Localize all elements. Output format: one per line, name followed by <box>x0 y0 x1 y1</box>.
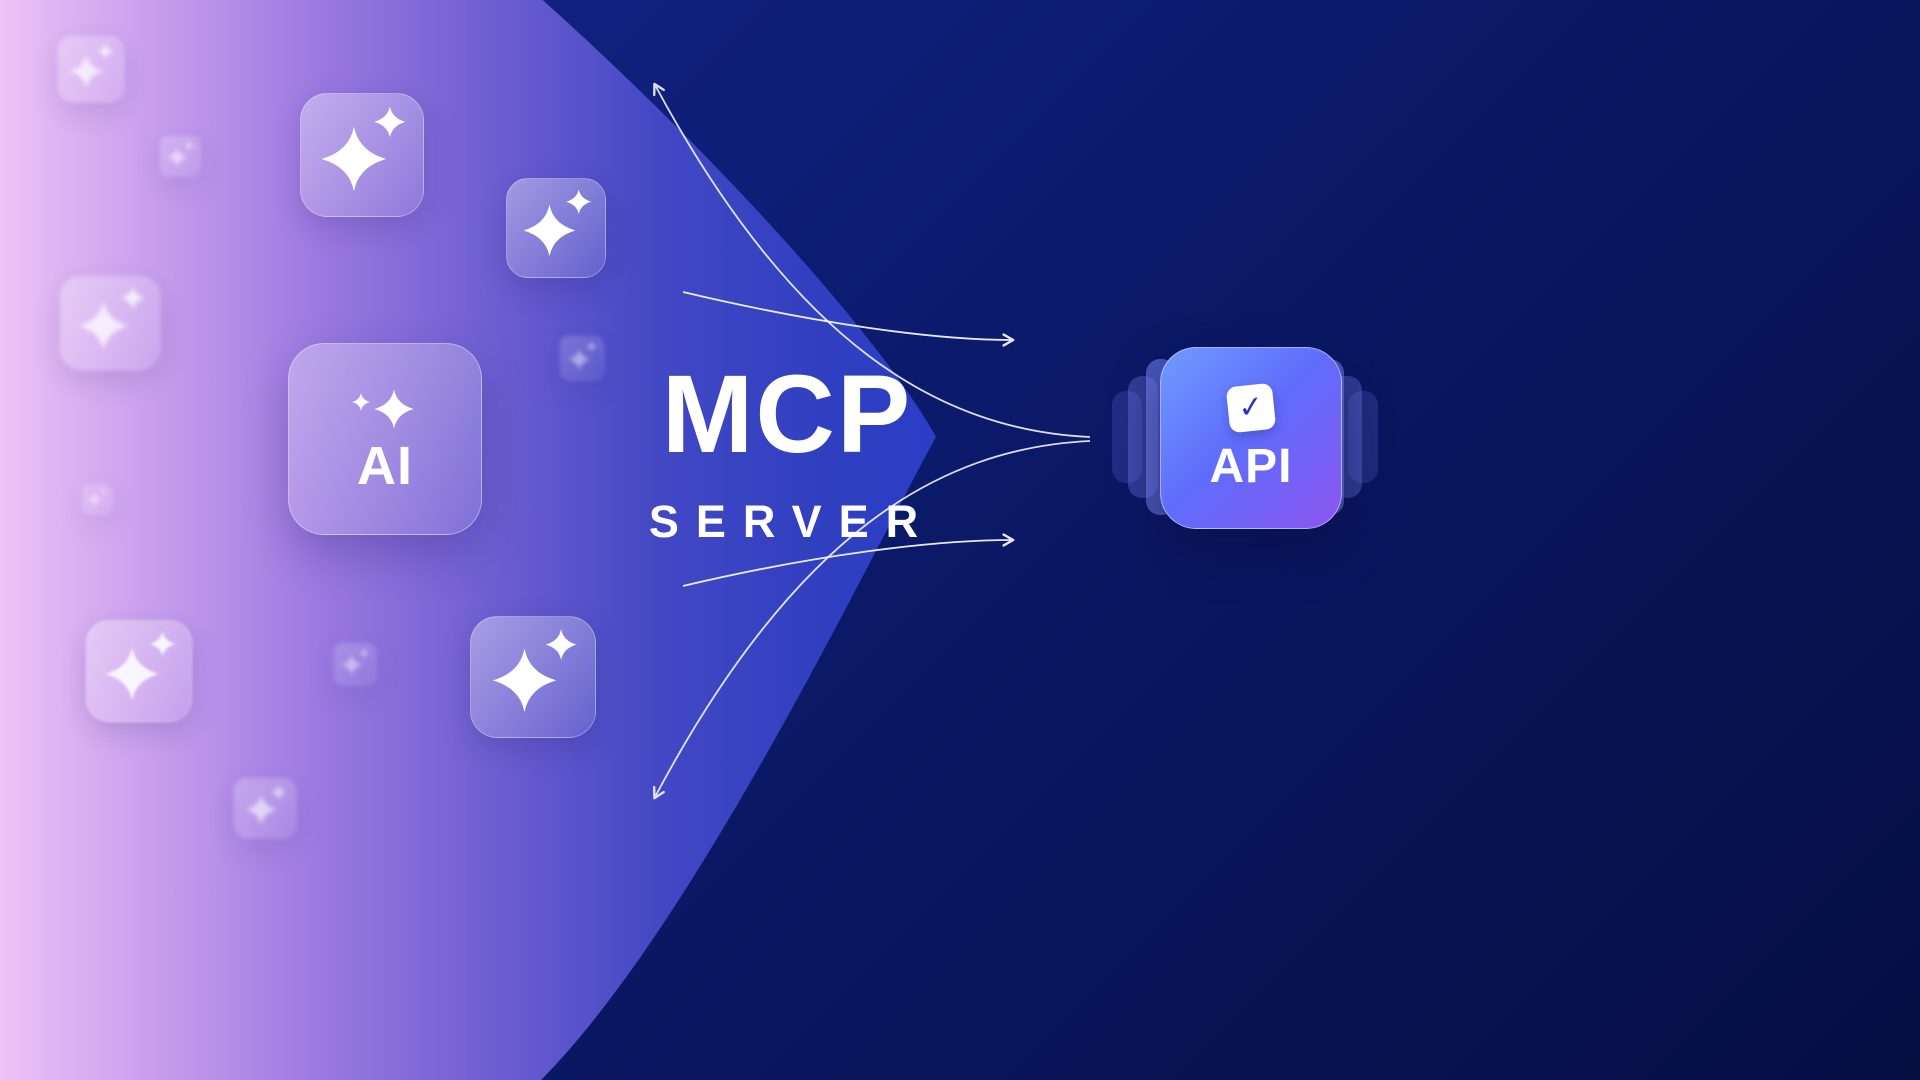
sparkle-icon <box>470 616 596 738</box>
sparkle-icon <box>560 336 604 380</box>
api-icon: ✓ API <box>1160 347 1342 529</box>
sparkle-icon <box>86 620 192 722</box>
arrow-down-left <box>652 440 1091 800</box>
sparkle-icon <box>334 643 376 685</box>
funnel-shape <box>0 0 936 1080</box>
api-label: API <box>1209 440 1293 493</box>
server-subtitle: SERVER <box>648 496 936 547</box>
api-stack-layer <box>1112 391 1142 483</box>
api-stack-layer <box>1348 391 1378 483</box>
sparkle-icon <box>350 385 420 433</box>
sparkle-icon <box>58 36 124 102</box>
arrow-right-bottom <box>682 533 1015 587</box>
sparkle-icon <box>82 484 112 514</box>
sparkle-icon <box>60 276 160 370</box>
sparkle-icon <box>506 178 606 278</box>
ai-icon: AI <box>288 343 482 535</box>
sparkle-icon <box>160 136 200 176</box>
arrow-up-left <box>653 82 1091 438</box>
checkmark-icon: ✓ <box>1225 382 1277 434</box>
api-stack: ✓ API <box>1100 347 1390 529</box>
mcp-title: MCP <box>661 353 913 476</box>
sparkle-icon <box>234 778 296 838</box>
checkmark-glyph: ✓ <box>1236 389 1266 426</box>
ai-label: AI <box>357 436 413 496</box>
arrow-right-top <box>682 291 1015 347</box>
sparkle-icon <box>300 93 424 217</box>
center-title-block: MCP SERVER <box>617 360 957 548</box>
